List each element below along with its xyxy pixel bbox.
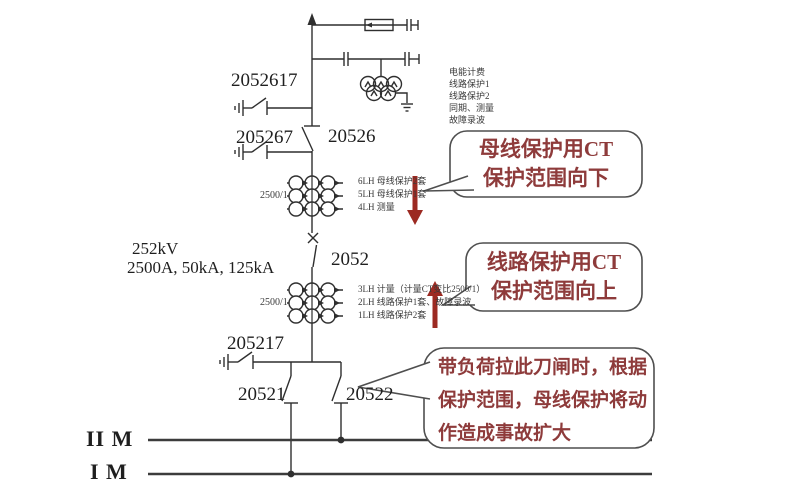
callout-bubble-bus-ct xyxy=(423,130,643,198)
callout-warning-text: 带负荷拉此刀闸时，根据 保护范围，母线保护将动 作造成事故扩大 xyxy=(438,352,650,448)
pt-branch xyxy=(312,52,420,76)
label-disconnector-20521: 20521 xyxy=(238,384,286,405)
earthing-switch-2052617 xyxy=(234,97,312,116)
earthing-switch-205217 xyxy=(219,351,341,370)
disconnector-20522 xyxy=(331,362,348,440)
voltage-transformer-icon xyxy=(359,75,413,112)
ct-winding-item: 1LH 线路保护2套 xyxy=(358,310,427,320)
callout-line: 保护范围向上 xyxy=(491,279,617,303)
pt-winding-item: 电能计费 xyxy=(449,67,486,77)
junction-dot xyxy=(287,470,295,478)
callout-line: 保护范围向下 xyxy=(483,166,609,190)
ct-winding-item: 4LH 测量 xyxy=(358,202,395,212)
label-bus-ii-m: II M xyxy=(86,426,134,451)
ct-line-winding-list: 3LH 计量（计量CT变比2500/1） 2LH 线路保护1套、故障录波 1LH… xyxy=(358,283,485,322)
ct-winding-item: 6LH 母线保护2套 xyxy=(358,176,427,186)
up-arrow-icon xyxy=(427,281,443,328)
pt-winding-item: 故障录波 xyxy=(449,115,486,125)
label-disconnector-20526: 20526 xyxy=(328,126,376,147)
circuit-breaker-2052 xyxy=(307,232,319,268)
pt-secondary-list: 电能计费 线路保护1 线路保护2 同期、测量 故障录波 xyxy=(449,66,494,126)
down-arrow-icon xyxy=(407,176,423,225)
junction-dot xyxy=(337,436,345,444)
ct-group-line xyxy=(287,282,343,324)
label-earthing-switch-205267: 205267 xyxy=(236,127,293,148)
ct-bus-winding-list: 6LH 母线保护2套 5LH 母线保护1套 4LH 测量 xyxy=(358,175,426,214)
callout-bus-ct-text: 母线保护用CT 保护范围向下 xyxy=(450,131,642,197)
ct-group-bus xyxy=(287,175,343,217)
callout-line: 线路保护用CT xyxy=(486,250,622,274)
callout-bubble-warning xyxy=(357,347,655,449)
ct-bus-ratio: 2500/1 xyxy=(260,190,288,201)
ground-icon xyxy=(401,103,413,112)
pt-winding-item: 线路保护2 xyxy=(449,91,490,101)
current-rating: 2500A, 50kA, 125kA xyxy=(127,258,275,277)
ground-icon xyxy=(219,354,229,370)
incoming-line-arrow-icon xyxy=(307,13,317,25)
earthing-switch-205267 xyxy=(234,141,312,160)
pt-winding-item: 线路保护1 xyxy=(449,79,490,89)
label-earthing-switch-205217: 205217 xyxy=(227,333,284,354)
callout-line: 保护范围，母线保护将动 xyxy=(438,389,648,411)
disconnector-20521 xyxy=(281,362,298,474)
ct-winding-item: 3LH 计量（计量CT变比2500/1） xyxy=(358,284,486,294)
ct-winding-item: 2LH 线路保护1套、故障录波 xyxy=(358,297,472,307)
callout-line-ct-text: 线路保护用CT 保护范围向上 xyxy=(466,243,642,311)
label-earthing-switch-2052617: 2052617 xyxy=(231,70,298,91)
callout-line: 母线保护用CT xyxy=(478,137,614,161)
ct-line-ratio: 2500/1 xyxy=(260,297,288,308)
label-breaker-2052: 2052 xyxy=(331,249,369,270)
pt-winding-item: 同期、测量 xyxy=(449,103,495,113)
callout-line: 作造成事故扩大 xyxy=(438,422,572,444)
label-disconnector-20522: 20522 xyxy=(346,384,394,405)
label-bus-i-m: I M xyxy=(90,459,128,484)
voltage-rating: 252kV xyxy=(132,239,179,258)
wave-trap-icon xyxy=(364,18,394,32)
disconnector-20526 xyxy=(301,125,320,152)
callout-line: 带负荷拉此刀闸时，根据 xyxy=(438,356,648,378)
wave-trap-branch xyxy=(312,18,419,32)
ct-winding-item: 5LH 母线保护1套 xyxy=(358,189,427,199)
ground-icon xyxy=(234,100,244,116)
callout-bubble-line-ct xyxy=(440,242,643,312)
